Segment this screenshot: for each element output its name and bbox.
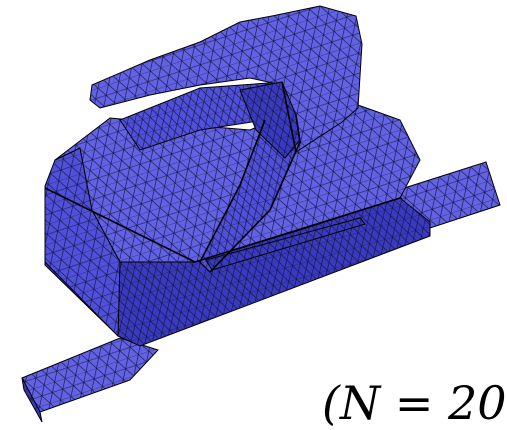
body-ridge (44, 187, 401, 263)
wedge-crease-2 (209, 114, 301, 273)
base-plate-left-face-mesh-lines (22, 338, 158, 412)
base-plate-left-edge-mesh-lines (22, 378, 42, 422)
base-plate-right-face-mesh-lines (398, 162, 500, 228)
arch-crease (281, 81, 297, 153)
body-left-face-mesh-lines (45, 148, 120, 336)
figure-caption: (N = 20 (322, 376, 507, 430)
wedge-crease-1 (199, 119, 266, 263)
slot-strip-mesh-lines (206, 218, 365, 270)
